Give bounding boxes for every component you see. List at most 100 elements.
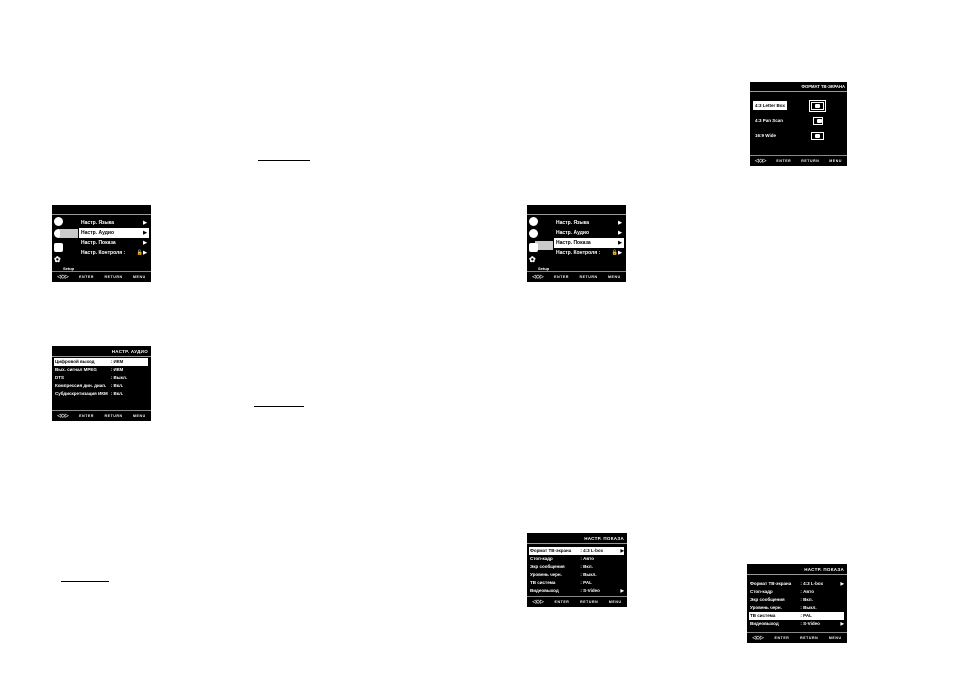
- arrow-right-icon: ▶: [618, 230, 622, 236]
- divider: [52, 214, 151, 215]
- display-settings-list: Формат ТВ-экрана: 4:3 L-box▶ Стоп-кадр: …: [749, 580, 844, 628]
- setting-row-pcm-downsampling[interactable]: Субдискретизация ИКМ: Вкл.: [54, 390, 148, 398]
- setting-label: Видеовыход: [530, 588, 559, 593]
- setting-row-video-output[interactable]: Видеовыход: S-Video▶: [529, 587, 624, 595]
- display-settings-panel-format: НАСТР. ПОКАЗА Формат ТВ-экрана: 4:3 L-bo…: [527, 533, 627, 607]
- menu-item-audio[interactable]: Настр. Аудио▶: [79, 228, 149, 238]
- menu-item-audio[interactable]: Настр. Аудио ▶: [554, 228, 624, 238]
- divider: [52, 356, 151, 357]
- setting-row-tv-aspect[interactable]: Формат ТВ-экрана: 4:3 L-box▶: [749, 580, 844, 588]
- menu-item-display[interactable]: Настр. Показа ▶: [79, 238, 149, 248]
- menu-item-label: Настр. Контроля :: [556, 250, 601, 256]
- setting-label: Экр сообщения: [530, 564, 565, 569]
- menu-hint: MENU: [133, 275, 146, 279]
- setup-sidebar: ✿ Setup: [52, 216, 78, 271]
- setting-label: Компрессия дин. диап.: [55, 383, 107, 388]
- return-hint: RETURN: [579, 275, 598, 279]
- setting-value: : Авто: [580, 556, 595, 561]
- setting-row-still-mode[interactable]: Стоп-кадр : Авто: [529, 555, 624, 563]
- arrow-right-icon: [838, 604, 844, 612]
- sidebar-tab-display[interactable]: [535, 241, 553, 250]
- setting-value: : Вкл.: [800, 597, 813, 602]
- setup-label: Setup: [538, 266, 550, 271]
- setting-row-tv-system[interactable]: ТВ система: PAL: [749, 612, 844, 620]
- arrow-right-icon: ▶: [620, 548, 624, 553]
- setting-row-black-level[interactable]: Уровень черн. : Выкл.: [529, 571, 624, 579]
- setting-row-tv-system[interactable]: ТВ система: PAL: [529, 579, 624, 587]
- speaker-icon: [54, 229, 63, 238]
- return-hint: RETURN: [104, 275, 123, 279]
- navigation-icon: ◁◇▷: [752, 635, 764, 641]
- panel-title: НАСТР. ПОКАЗА: [584, 536, 624, 541]
- audio-settings-panel: НАСТР. АУДИО Цифровой выход: ИКМ Вых. си…: [52, 346, 151, 421]
- lock-arrow-icon: 🔓▶: [611, 250, 622, 256]
- menu-hint: MENU: [829, 159, 842, 163]
- setting-label: Уровень черн.: [530, 572, 562, 577]
- setting-value: : PAL: [580, 580, 592, 585]
- underline-mark: [254, 406, 304, 407]
- setting-label: Субдискретизация ИКМ: [55, 391, 108, 396]
- enter-hint: ENTER: [774, 636, 790, 640]
- arrow-right-icon: [618, 571, 624, 579]
- bottom-bar: ◁◇▷ ENTER RETURN MENU: [750, 155, 847, 166]
- menu-item-display[interactable]: Настр. Показа▶: [554, 238, 624, 248]
- navigation-icon: ◁◇▷: [754, 158, 767, 164]
- tv-format-panel: ФОРМАТ ТВ-ЭКРАНА 4:3 Letter Box 4:3 Pan …: [750, 82, 847, 166]
- setting-row-tv-aspect[interactable]: Формат ТВ-экрана: 4:3 L-box▶: [529, 547, 624, 555]
- setting-row-dts[interactable]: DTS: Выкл.: [54, 374, 148, 382]
- menu-item-language[interactable]: Настр. Языка▶: [554, 218, 624, 228]
- menu-item-label: Настр. Аудио: [556, 230, 590, 236]
- return-hint: RETURN: [580, 600, 599, 604]
- arrow-right-icon: [838, 588, 844, 596]
- setting-row-screen-messages[interactable]: Экр сообщения : Вкл.: [749, 596, 844, 604]
- bottom-bar: ◁◇▷ ENTER RETURN MENU: [52, 410, 151, 421]
- letterbox-icon: [809, 100, 826, 112]
- setting-row-mpeg-output[interactable]: Вых. сигнал MPEG: ИКМ: [54, 366, 148, 374]
- menu-item-parental[interactable]: Настр. Контроля : 🔓▶: [79, 248, 149, 258]
- setting-row-still-mode[interactable]: Стоп-кадр: Авто: [749, 588, 844, 596]
- arrow-right-icon: [838, 612, 844, 620]
- arrow-right-icon: ▶: [840, 621, 844, 626]
- underline-mark: [258, 160, 310, 161]
- setting-label: Стоп-кадр: [530, 556, 553, 561]
- setting-row-drc[interactable]: Компрессия дин. диап.: Вкл.: [54, 382, 148, 390]
- arrow-right-icon: ▶: [143, 240, 147, 246]
- format-option-panscan[interactable]: 4:3 Pan Scan: [755, 118, 784, 123]
- bottom-bar: ◁◇▷ ENTER RETURN MENU: [527, 271, 626, 282]
- menu-item-label: Настр. Аудио: [81, 230, 115, 236]
- format-option-letterbox[interactable]: 4:3 Letter Box: [753, 101, 788, 110]
- setting-label: Стоп-кадр: [750, 589, 773, 594]
- setting-label: Формат ТВ-экрана: [530, 548, 572, 553]
- enter-hint: ENTER: [554, 275, 570, 279]
- menu-item-language[interactable]: Настр. Языка▶: [79, 218, 149, 228]
- setting-row-screen-messages[interactable]: Экр сообщения: Вкл.: [529, 563, 624, 571]
- menu-item-parental[interactable]: Настр. Контроля : 🔓▶: [554, 248, 624, 258]
- arrow-right-icon: [618, 555, 624, 563]
- return-hint: RETURN: [104, 414, 123, 418]
- setup-menu-panel-audio: ✿ Setup Настр. Языка▶ Настр. Аудио▶ Наст…: [52, 205, 151, 282]
- format-option-wide[interactable]: 16:9 Wide: [755, 133, 776, 138]
- sidebar-tab-audio[interactable]: [60, 229, 78, 238]
- arrow-right-icon: ▶: [143, 220, 147, 226]
- setting-value: : S-Video: [800, 621, 820, 626]
- menu-item-label: Настр. Показа: [81, 240, 116, 246]
- lock-arrow-icon: 🔓▶: [136, 250, 147, 256]
- speaker-icon: [529, 229, 538, 238]
- setting-value: : PAL: [800, 613, 812, 618]
- setting-label: Вых. сигнал MPEG: [55, 367, 97, 372]
- setting-value: : Выкл.: [580, 572, 597, 577]
- navigation-icon: ◁◇▷: [57, 274, 69, 280]
- setting-row-digital-output[interactable]: Цифровой выход: ИКМ: [54, 358, 148, 366]
- setup-menu-list: Настр. Языка▶ Настр. Аудио▶ Настр. Показ…: [79, 218, 149, 258]
- arrow-right-icon: ▶: [840, 581, 844, 586]
- menu-hint: MENU: [608, 600, 622, 604]
- setting-value: : Вкл.: [110, 391, 124, 396]
- arrow-right-icon: [618, 563, 624, 571]
- setting-label: Цифровой выход: [55, 359, 95, 364]
- menu-item-label: Настр. Контроля :: [81, 250, 126, 256]
- setting-row-video-output[interactable]: Видеовыход: S-Video▶: [749, 620, 844, 628]
- setting-label: Экр сообщения: [750, 597, 785, 602]
- setting-row-black-level[interactable]: Уровень черн.: Выкл.: [749, 604, 844, 612]
- menu-hint: MENU: [828, 636, 842, 640]
- setup-sidebar: ✿ Setup: [527, 216, 553, 271]
